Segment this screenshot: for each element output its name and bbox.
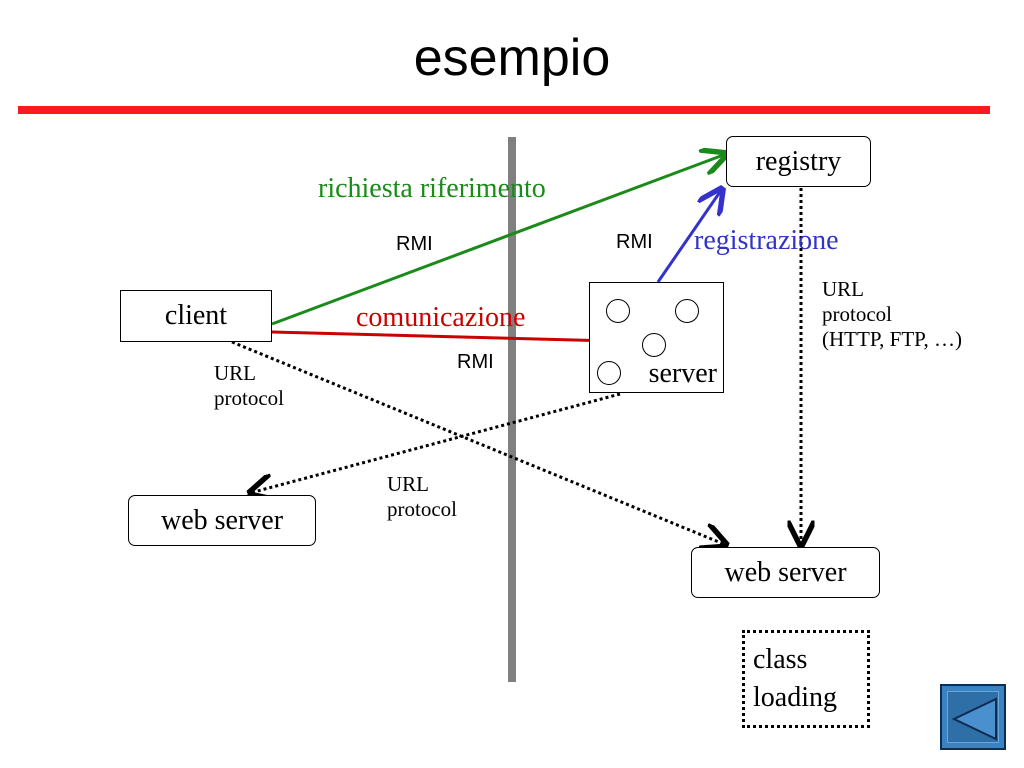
slide-title: esempio xyxy=(413,29,611,87)
label-line: URL xyxy=(387,472,429,496)
arrow-server-webserver xyxy=(250,392,621,493)
class-loading-line: loading xyxy=(753,682,837,713)
server-object-circle xyxy=(597,361,621,385)
server-object-circle xyxy=(675,299,699,323)
label-url-protocol-registry: URL protocol (HTTP, FTP, …) xyxy=(822,277,962,352)
web-server-left-box: web server xyxy=(128,495,316,546)
arrow-client-webserver xyxy=(231,340,726,545)
registry-label: registry xyxy=(755,145,842,177)
web-server-right-label: web server xyxy=(724,556,847,588)
arrow-richiesta-riferimento xyxy=(271,154,726,326)
label-rmi: RMI xyxy=(396,233,433,255)
label-line: URL xyxy=(822,277,864,301)
label-richiesta-riferimento: richiesta riferimento xyxy=(318,173,546,204)
label-line: protocol xyxy=(214,386,284,410)
label-url-protocol-client: URL protocol xyxy=(214,361,284,411)
back-button[interactable] xyxy=(940,684,1006,750)
label-registrazione: registrazione xyxy=(694,225,839,256)
server-object-circle xyxy=(606,299,630,323)
label-line: URL xyxy=(214,361,256,385)
label-line: (HTTP, FTP, …) xyxy=(822,327,963,351)
label-rmi: RMI xyxy=(616,231,653,253)
class-loading-line: class xyxy=(753,644,808,675)
network-divider xyxy=(508,137,516,682)
class-loading-box: class loading xyxy=(742,630,870,728)
server-object-circle xyxy=(642,333,666,357)
server-label: server xyxy=(648,358,717,389)
web-server-left-label: web server xyxy=(160,504,284,536)
label-comunicazione: comunicazione xyxy=(356,302,526,333)
label-line: protocol xyxy=(387,497,457,521)
label-url-protocol-middle: URL protocol xyxy=(387,472,457,522)
client-label: client xyxy=(164,300,228,331)
registry-box: registry xyxy=(726,136,871,187)
label-line: protocol xyxy=(822,302,892,326)
title-rule xyxy=(18,106,990,114)
label-rmi: RMI xyxy=(457,351,494,373)
arrow-registrazione xyxy=(656,189,722,283)
arrow-comunicazione xyxy=(271,332,648,342)
client-box: client xyxy=(120,290,272,342)
web-server-right-box: web server xyxy=(691,547,880,598)
triangle-left-icon xyxy=(951,697,997,741)
